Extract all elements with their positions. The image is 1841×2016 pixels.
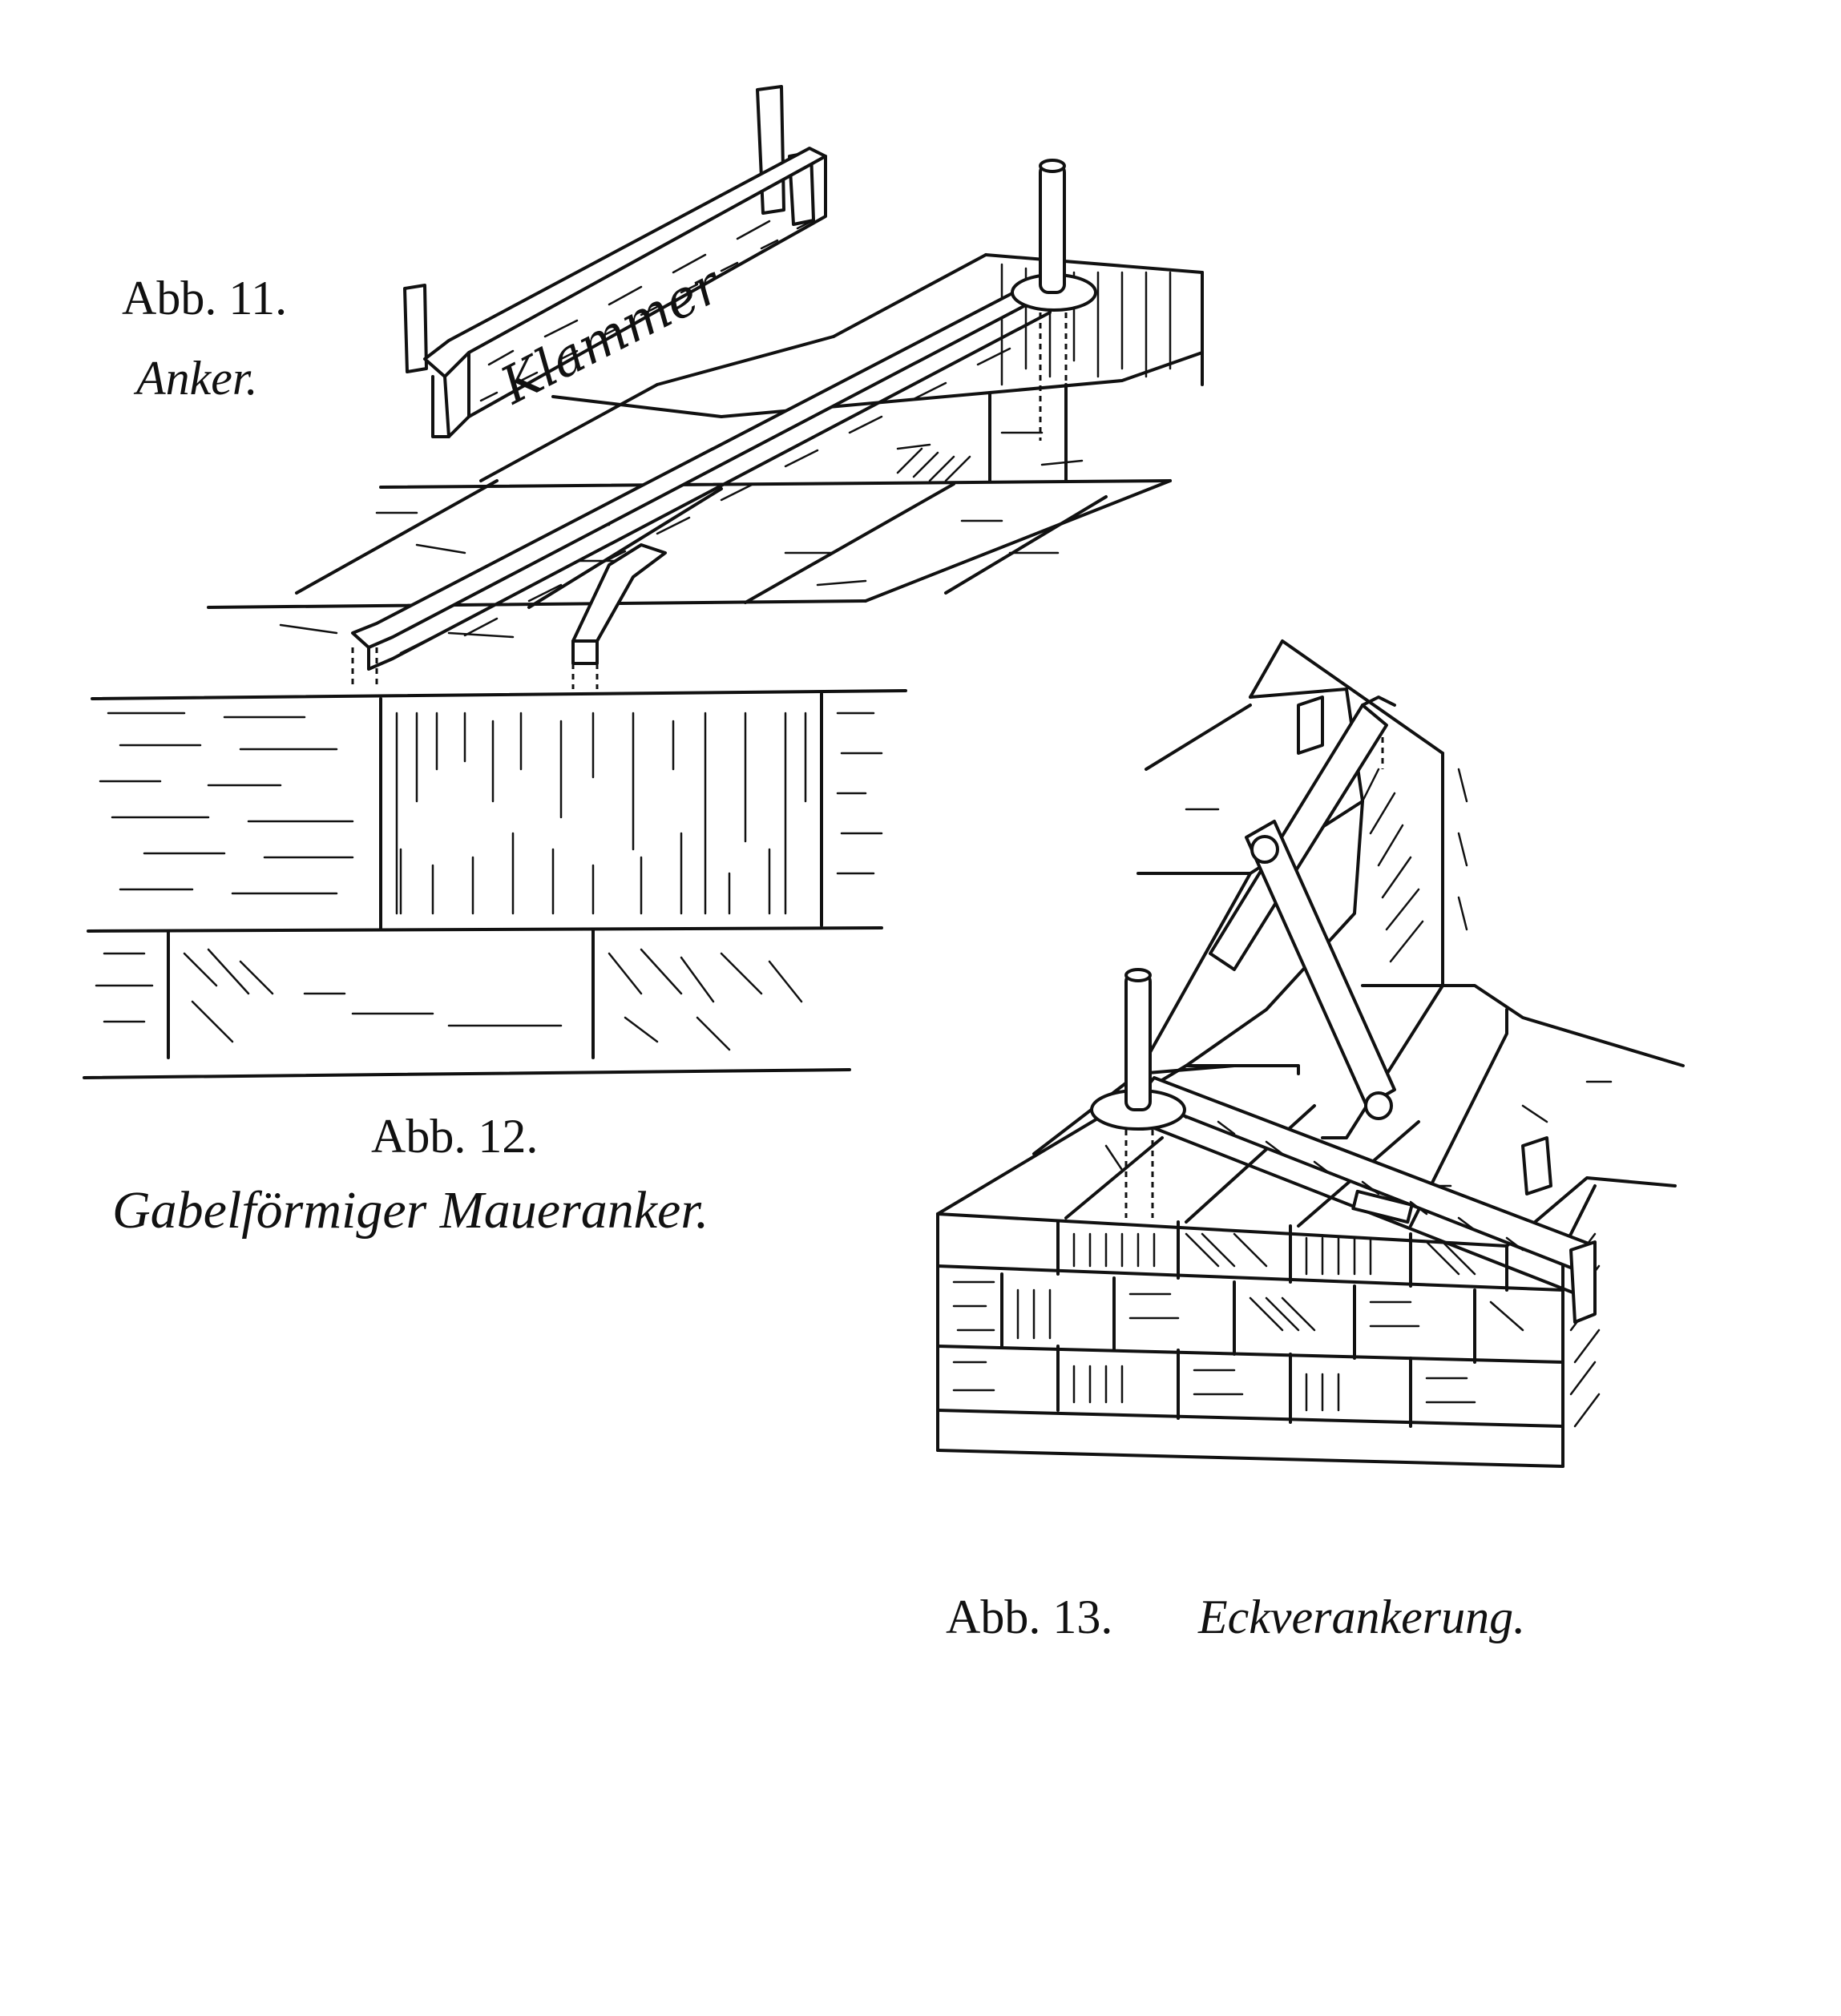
corner-anchor-drawing [1090,696,1597,1324]
fig12-number: Abb. 12. [371,1110,539,1163]
fig12-title: Gabelförmiger Maueranker. [112,1181,709,1240]
fig13-title: Eckverankerung. [1198,1591,1526,1643]
fig11-number: Abb. 11. [122,272,288,325]
fig13-number: Abb. 13. [946,1591,1113,1643]
klammer-staple-drawing [403,85,827,438]
masonry-wall-drawing [83,253,1204,1079]
klammer-inscription: Klammer [491,254,733,416]
corner-masonry-drawing [936,639,1685,1468]
fig11-title: Anker. [136,352,258,405]
fork-anchor-drawing [351,159,1097,689]
